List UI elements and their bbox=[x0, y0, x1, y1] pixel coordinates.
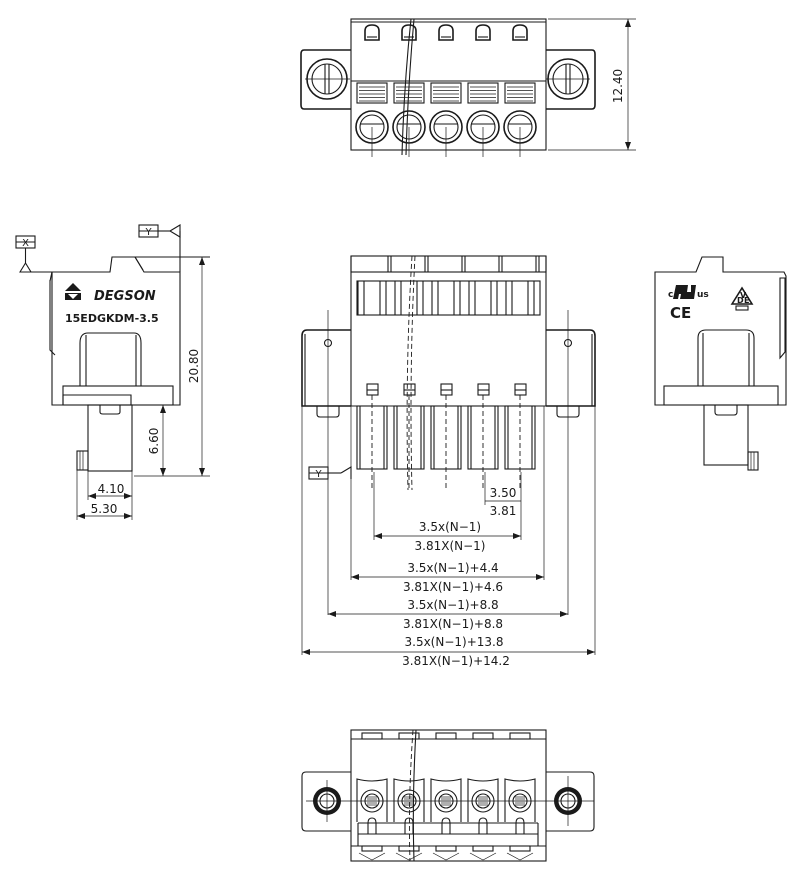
release-tab-icon bbox=[438, 24, 454, 41]
ce-mark-icon: CE bbox=[670, 304, 691, 322]
dim-4-top: 3.5x(N−1)+13.8 bbox=[405, 635, 504, 649]
flange-screw-right-icon bbox=[546, 58, 590, 100]
ul-certification-icon: c us bbox=[668, 285, 709, 300]
rib-block bbox=[430, 82, 462, 104]
release-tab-icon bbox=[401, 24, 417, 41]
terminal-cell bbox=[393, 778, 425, 822]
flange-screw-left-icon bbox=[305, 58, 350, 100]
pin-windows bbox=[356, 383, 536, 490]
brand-label: DEGSON bbox=[94, 289, 156, 304]
dim-3-bottom: 3.81X(N−1)+8.8 bbox=[403, 617, 503, 631]
front-view: Y 3.50 3.81 3.5x(N−1) 3.81X(N−1) 3.5x(N−… bbox=[301, 255, 596, 668]
wire-screws bbox=[355, 110, 537, 157]
model-label: 15EDGKDM-3.5 bbox=[65, 312, 159, 325]
svg-text:V: V bbox=[740, 291, 747, 300]
dim-2-top: 3.5x(N−1)+4.4 bbox=[407, 561, 498, 575]
front-datum-y-triangle bbox=[340, 466, 352, 479]
datum-y-label: Y bbox=[144, 227, 152, 238]
terminal-screw-icon bbox=[471, 789, 495, 813]
rib-block bbox=[504, 82, 536, 104]
dim-1-top: 3.5x(N−1) bbox=[419, 520, 481, 534]
datum-x-triangle bbox=[19, 261, 32, 273]
terminal-screw-icon bbox=[360, 789, 384, 813]
right-flange bbox=[546, 49, 596, 110]
terminal-cell bbox=[430, 778, 462, 822]
rib-block bbox=[356, 82, 388, 104]
degson-logo-icon bbox=[65, 283, 81, 300]
bottom-left-flange bbox=[301, 771, 351, 832]
top-body-outline bbox=[350, 18, 547, 151]
right-latch-tab bbox=[697, 329, 755, 386]
dim-pitch-3-81: 3.81 bbox=[490, 504, 517, 518]
dim-pin-width-4-10: 4.10 bbox=[98, 482, 125, 496]
release-tab-icon bbox=[512, 24, 528, 41]
front-datum-y-label: Y bbox=[314, 469, 322, 480]
dim-3-top: 3.5x(N−1)+8.8 bbox=[407, 598, 498, 612]
front-left-flange bbox=[301, 329, 351, 407]
dim-4-bottom: 3.81X(N−1)+14.2 bbox=[402, 654, 510, 668]
dim-pin-offset-5-30: 5.30 bbox=[91, 502, 118, 516]
dim-1-bottom: 3.81X(N−1) bbox=[415, 539, 486, 553]
right-side-view: c us CE D V E bbox=[654, 256, 787, 471]
left-flange bbox=[300, 49, 351, 110]
front-right-flange bbox=[546, 329, 596, 407]
ribbed-section bbox=[356, 82, 536, 104]
vde-certification-icon: D V E bbox=[730, 286, 754, 311]
dim-height-12-40: 12.40 bbox=[611, 69, 625, 103]
terminal-screw-icon bbox=[397, 789, 421, 813]
dim-pitch-3-50: 3.50 bbox=[490, 486, 517, 500]
datum-y-triangle bbox=[168, 224, 181, 238]
release-tab-icon bbox=[364, 24, 380, 41]
svg-text:us: us bbox=[697, 290, 709, 300]
terminal-screw-icon bbox=[508, 789, 532, 813]
bottom-right-flange bbox=[546, 771, 595, 832]
slot-band bbox=[356, 280, 541, 316]
terminal-cell bbox=[504, 778, 536, 822]
right-body-outline bbox=[654, 256, 787, 406]
release-tab-icon bbox=[475, 24, 491, 41]
datum-x-label: X bbox=[22, 238, 29, 249]
left-side-view: X Y DEGSON bbox=[15, 224, 210, 520]
pin-nub bbox=[76, 450, 89, 471]
pin-body bbox=[87, 404, 133, 472]
terminal-cell bbox=[467, 778, 499, 822]
dim-pin-height-6-60: 6.60 bbox=[147, 428, 161, 455]
terminal-cell bbox=[356, 778, 388, 822]
release-tabs bbox=[364, 24, 528, 41]
side-body-outline bbox=[51, 256, 181, 406]
terminal-screw-icon bbox=[434, 789, 458, 813]
dim-height-20-80: 20.80 bbox=[187, 349, 201, 383]
svg-text:E: E bbox=[744, 296, 749, 305]
bottom-body-outline bbox=[350, 729, 547, 862]
svg-text:D: D bbox=[737, 296, 744, 305]
bottom-terminal-cells bbox=[356, 732, 536, 861]
svg-text:c: c bbox=[668, 290, 673, 300]
top-view: 12.40 bbox=[300, 18, 636, 157]
bottom-break-line bbox=[408, 729, 414, 862]
latch-tab bbox=[79, 332, 142, 386]
bottom-view bbox=[301, 729, 595, 862]
break-line bbox=[401, 18, 412, 156]
rib-block bbox=[467, 82, 499, 104]
dim-2-bottom: 3.81X(N−1)+4.6 bbox=[403, 580, 503, 594]
front-break-line bbox=[406, 255, 413, 491]
